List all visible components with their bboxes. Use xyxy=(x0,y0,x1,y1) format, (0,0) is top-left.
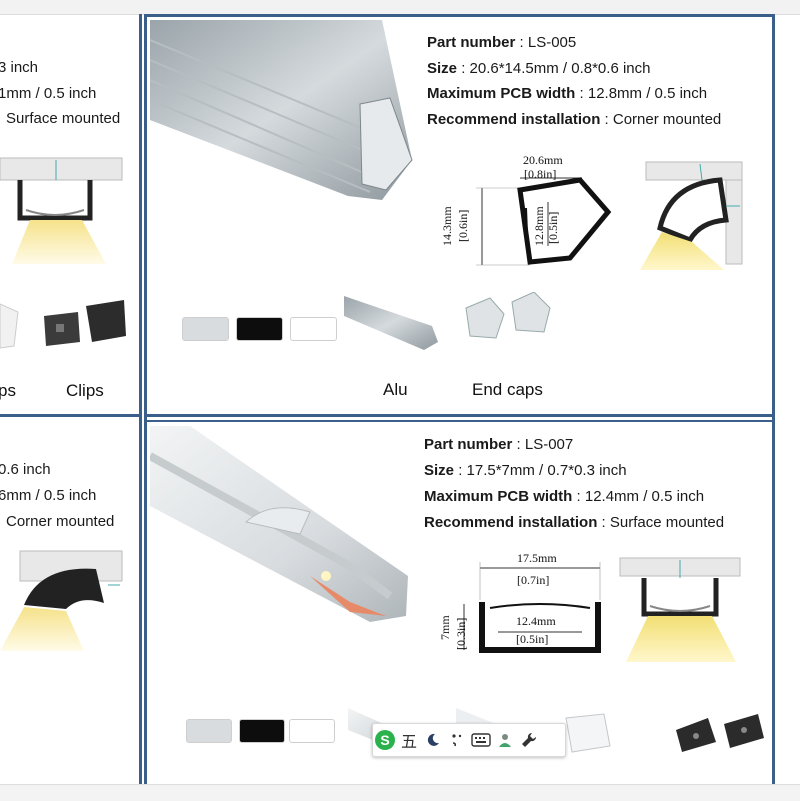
ls007-install-value: : Surface mounted xyxy=(601,514,725,531)
ls005-profile-photo xyxy=(150,20,413,200)
ls005-size-value: : 20.6*14.5mm / 0.8*0.6 inch xyxy=(461,60,651,77)
ls007-size-value: : 17.5*7mm / 0.7*0.3 inch xyxy=(458,462,627,479)
ls005-dim-height-in: [0.6in] xyxy=(456,209,470,242)
ls005-caption-alu: Alu xyxy=(383,380,408,399)
ls005-dimension-drawing xyxy=(476,177,612,266)
left-bottom-line3: Corner mounted xyxy=(6,513,115,530)
ls005-dim-height-mm: 14.3mm xyxy=(440,206,454,246)
ls007-part-row: Part number : LS-007 xyxy=(424,437,573,452)
punctuation-icon[interactable] xyxy=(445,726,469,754)
ls007-pcb-value: : 12.4mm / 0.5 inch xyxy=(576,488,705,505)
ls005-size-label: Size xyxy=(427,60,458,77)
ls005-dim-width-mm: 20.6mm xyxy=(523,153,563,167)
ls005-install-row: Recommend installation : Corner mounted xyxy=(427,112,721,127)
ls007-swatch-white[interactable] xyxy=(289,719,335,743)
left-top-line2: 1mm / 0.5 inch xyxy=(0,85,97,102)
ime-mode-toggle[interactable]: 五 xyxy=(400,732,417,751)
ls007-swatch-black[interactable] xyxy=(239,719,285,743)
ls007-dim-pcb-in: [0.5in] xyxy=(516,632,549,646)
ls005-swatch-silver[interactable] xyxy=(182,317,229,341)
ls005-pcb-row: Maximum PCB width : 12.8mm / 0.5 inch xyxy=(427,86,707,101)
ls007-surface-mount-illustration xyxy=(619,557,741,662)
ls007-dim-height-mm: 7mm xyxy=(438,615,452,640)
ls007-size-label: Size xyxy=(424,462,455,479)
panel-row-divider-a xyxy=(144,414,775,417)
ls007-clips-thumbnail xyxy=(676,714,764,752)
ls005-install-value: : Corner mounted xyxy=(604,111,722,128)
ls007-dimension-drawing xyxy=(463,562,601,653)
ls005-alu-thumbnail xyxy=(344,296,438,350)
user-icon[interactable] xyxy=(493,726,517,754)
ls007-part-value: : LS-007 xyxy=(516,436,574,453)
panel-top-border xyxy=(144,14,775,17)
left-bottom-line2: 6mm / 0.5 inch xyxy=(0,487,97,504)
ls005-dim-width-in: [0.8in] xyxy=(524,167,557,181)
ls007-swatch-silver[interactable] xyxy=(186,719,232,743)
left-top-line1: 3 inch xyxy=(0,59,39,76)
ls007-dim-width-mm: 17.5mm xyxy=(517,551,557,565)
left-bottom-line1: 0.6 inch xyxy=(0,461,51,478)
ls005-part-row: Part number : LS-005 xyxy=(427,35,576,50)
ls005-dim-pcb-in: [0.5in] xyxy=(546,211,560,244)
ls007-pcb-row: Maximum PCB width : 12.4mm / 0.5 inch xyxy=(424,489,704,504)
ls005-corner-mount-illustration xyxy=(640,161,743,270)
ls005-swatch-white[interactable] xyxy=(290,317,337,341)
left-column-divider xyxy=(139,14,142,800)
ls007-install-label: Recommend installation xyxy=(424,514,598,531)
ls005-install-label: Recommend installation xyxy=(427,111,601,128)
ls007-dim-width-in: [0.7in] xyxy=(517,573,550,587)
ls007-size-row: Size : 17.5*7mm / 0.7*0.3 inch xyxy=(424,463,627,478)
moon-icon[interactable] xyxy=(421,726,445,754)
ime-logo-icon[interactable]: S xyxy=(373,726,397,754)
left-caption-clips: Clips xyxy=(66,381,104,400)
left-row-divider xyxy=(0,414,140,417)
ls007-profile-photo xyxy=(150,426,408,622)
ls007-dim-pcb-mm: 12.4mm xyxy=(516,614,556,628)
panel-right-border xyxy=(772,14,775,800)
left-caption-caps: ps xyxy=(0,381,16,400)
ls007-install-row: Recommend installation : Surface mounted xyxy=(424,515,724,530)
ls007-pcb-label: Maximum PCB width xyxy=(424,488,573,505)
surface-mount-illustration xyxy=(0,157,123,264)
ls005-caption-endcaps: End caps xyxy=(472,380,543,399)
ls005-part-label: Part number xyxy=(427,34,516,51)
ls005-size-row: Size : 20.6*14.5mm / 0.8*0.6 inch xyxy=(427,61,650,76)
top-strip xyxy=(0,0,800,15)
keyboard-icon[interactable] xyxy=(469,726,493,754)
ls005-endcaps-thumbnail xyxy=(465,292,551,339)
ls005-dim-pcb-mm: 12.8mm xyxy=(532,206,546,246)
ls005-part-value: : LS-005 xyxy=(519,34,577,51)
ls005-pcb-value: : 12.8mm / 0.5 inch xyxy=(579,85,708,102)
ls005-swatch-black[interactable] xyxy=(236,317,283,341)
ls005-pcb-label: Maximum PCB width xyxy=(427,85,576,102)
ime-toolbar[interactable]: S 五 xyxy=(372,723,566,757)
panel-row-divider-b xyxy=(144,420,775,422)
panel-left-border xyxy=(144,14,147,800)
clips-illustration xyxy=(0,300,126,349)
ls007-part-label: Part number xyxy=(424,436,513,453)
ls007-dim-height-in: [0.3in] xyxy=(454,617,468,650)
wrench-icon[interactable] xyxy=(517,726,541,754)
bottom-strip xyxy=(0,784,800,801)
corner-mount-illustration xyxy=(0,550,123,651)
left-top-line3: Surface mounted xyxy=(6,110,121,127)
